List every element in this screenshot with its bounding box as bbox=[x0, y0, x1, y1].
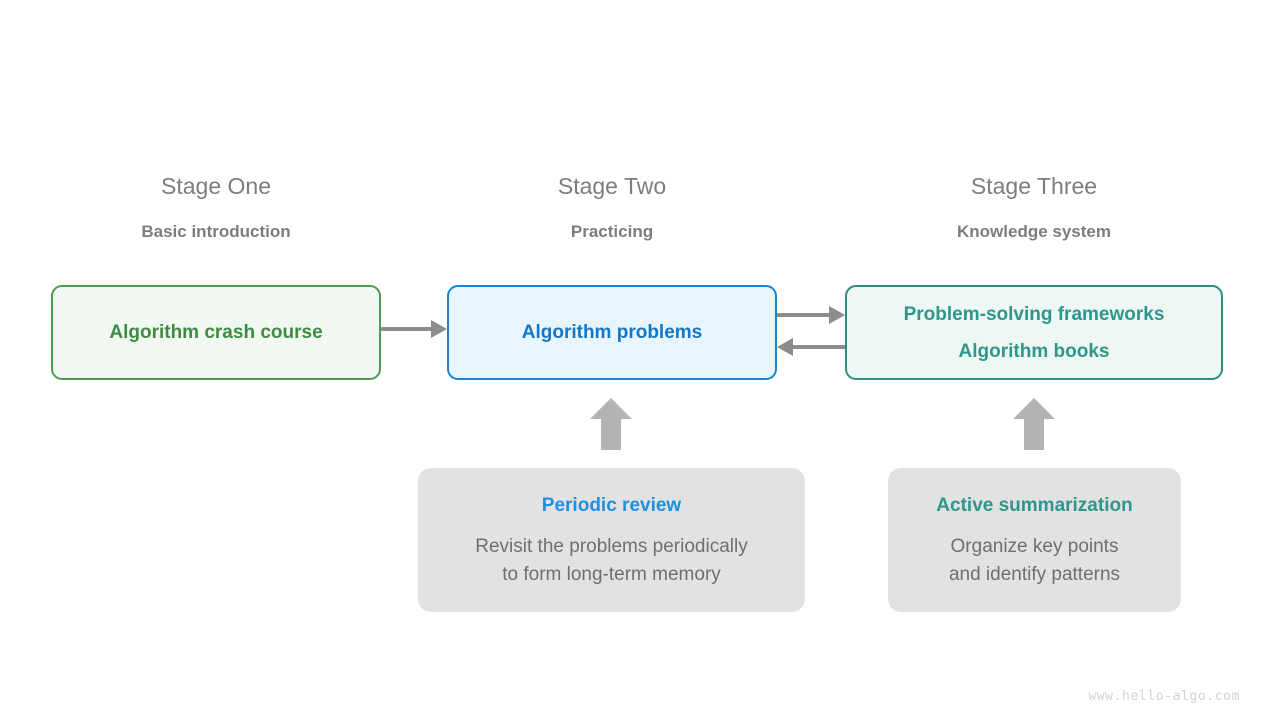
arrow-left-icon-frameworks-to-problems bbox=[777, 338, 845, 356]
stage-header-one: Stage One Basic introduction bbox=[51, 172, 381, 243]
note-review-body: Revisit the problems periodically to for… bbox=[475, 533, 747, 589]
note-summary-body: Organize key points and identify pattern… bbox=[949, 533, 1120, 589]
stage-two-title: Stage Two bbox=[557, 173, 667, 199]
note-review-body-line-1: Revisit the problems periodically bbox=[475, 535, 748, 557]
stage-one-subtitle: Basic introduction bbox=[141, 222, 291, 241]
stage-header-two: Stage Two Practicing bbox=[447, 172, 777, 243]
note-periodic-review[interactable]: Periodic review Revisit the problems per… bbox=[418, 468, 805, 612]
arrow-right-icon-problems-to-frameworks bbox=[777, 306, 845, 324]
stage-three-title: Stage Three bbox=[970, 173, 1098, 199]
note-active-summarization[interactable]: Active summarization Organize key points… bbox=[888, 468, 1181, 612]
note-summary-body-line-1: Organize key points bbox=[950, 535, 1119, 557]
note-review-body-line-2: to form long-term memory bbox=[502, 563, 721, 585]
stage-one-title: Stage One bbox=[161, 173, 271, 199]
arrow-up-icon-review-to-problems bbox=[590, 398, 632, 450]
node-algorithm-problems[interactable]: Algorithm problems bbox=[447, 285, 777, 380]
arrow-right-icon-crash-to-problems bbox=[381, 320, 447, 338]
note-summary-title: Active summarization bbox=[936, 494, 1133, 516]
stage-three-subtitle: Knowledge system bbox=[957, 222, 1111, 241]
node-algorithm-crash-course[interactable]: Algorithm crash course bbox=[51, 285, 381, 380]
node-frameworks-books[interactable]: Problem-solving frameworks Algorithm boo… bbox=[845, 285, 1223, 380]
stage-header-three: Stage Three Knowledge system bbox=[845, 172, 1223, 243]
node-frameworks-line-2: Algorithm books bbox=[958, 340, 1110, 362]
watermark: www.hello-algo.com bbox=[1088, 689, 1240, 704]
node-crash-line-1: Algorithm crash course bbox=[109, 322, 323, 343]
note-summary-body-line-2: and identify patterns bbox=[948, 563, 1121, 585]
stage-two-subtitle: Practicing bbox=[570, 222, 654, 241]
node-problems-line-1: Algorithm problems bbox=[521, 322, 703, 343]
note-review-title: Periodic review bbox=[541, 494, 682, 516]
node-frameworks-line-1: Problem-solving frameworks bbox=[903, 303, 1165, 325]
arrow-up-icon-summary-to-frameworks bbox=[1013, 398, 1055, 450]
